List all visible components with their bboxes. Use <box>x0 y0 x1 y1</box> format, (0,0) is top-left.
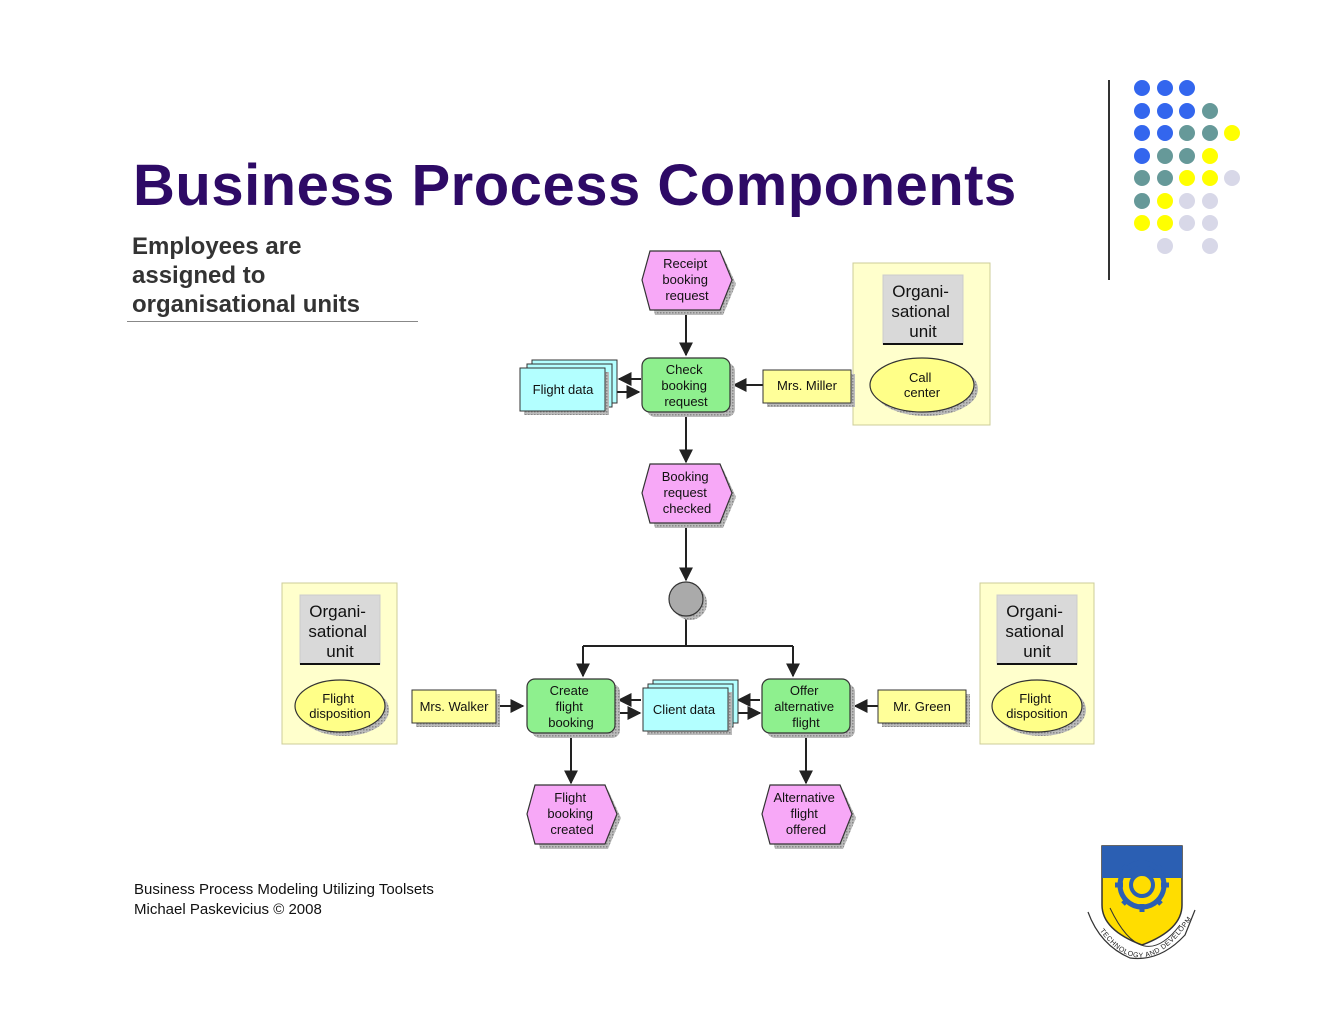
footer-line-2: Michael Paskevicius © 2008 <box>134 901 322 918</box>
decorative-dot <box>1134 147 1150 164</box>
decorative-dot <box>1156 170 1173 186</box>
svg-text:Alternative flight: Alternative flight offered <box>773 790 838 837</box>
svg-text:Mrs. Miller: Mrs. Miller <box>777 378 838 393</box>
split-connector <box>668 581 707 620</box>
decorative-dot <box>1179 102 1195 119</box>
svg-text:Flight data: Flight data <box>533 382 594 397</box>
event-booking-request-checked: Booking request checked <box>641 463 736 528</box>
decorative-dot <box>1201 125 1218 141</box>
person-mrs-walker: Mrs. Walker <box>411 689 500 727</box>
decorative-dot <box>1224 170 1240 186</box>
org-unit-label: Organi- sational unit <box>308 602 371 661</box>
decorative-dot <box>1179 147 1195 164</box>
subtitle-line-1: Employees are <box>132 233 302 260</box>
org-unit-label: Organi- sational unit <box>891 282 954 341</box>
svg-text:Client data: Client data <box>653 702 716 717</box>
decorative-dot <box>1156 102 1173 119</box>
decorative-divider <box>1108 80 1110 280</box>
slide-subtitle: Employees are assigned to organisational… <box>132 232 360 319</box>
decorative-dot <box>1179 192 1195 209</box>
decorative-dot <box>1134 102 1150 119</box>
svg-text:Booking request ch: Booking request checked <box>662 469 713 516</box>
svg-text:Receipt booking re: Receipt booking request <box>662 256 711 303</box>
decorative-dot <box>1134 215 1150 231</box>
subtitle-line-3: organisational units <box>132 291 361 318</box>
org-unit-flight-disposition <box>294 679 386 733</box>
decorative-dot <box>1134 125 1150 141</box>
event-flight-booking-created: Flight booking created <box>526 784 621 849</box>
decorative-dot <box>1201 170 1218 186</box>
decorative-dot <box>1134 170 1150 186</box>
decorative-dot <box>1201 147 1218 164</box>
svg-text:Create flight book: Create flight booking <box>548 683 594 730</box>
subtitle-underline <box>127 321 418 322</box>
decorative-dot <box>1156 147 1173 164</box>
svg-text:Mr. Green: Mr. Green <box>893 699 951 714</box>
decorative-dot <box>1201 237 1218 254</box>
function-check-booking-request: Check booking request <box>641 357 735 417</box>
decorative-dot <box>1179 215 1195 231</box>
decorative-dot <box>1156 215 1173 231</box>
person-mr-green: Mr. Green <box>877 689 970 727</box>
function-offer-alternative-flight: Offer alternative flight <box>761 678 855 738</box>
function-create-flight-booking: Create flight booking <box>526 678 620 738</box>
org-unit-label: Organi- sational unit <box>1005 602 1068 661</box>
decorative-dot <box>1156 80 1173 96</box>
org-unit-label-box <box>882 274 964 345</box>
svg-text:Flight disposition: Flight disposition <box>309 691 370 721</box>
decorative-dot <box>1156 237 1173 254</box>
decorative-dot <box>1179 125 1195 141</box>
decorative-dot <box>1134 80 1150 96</box>
data-client-data: Client data <box>642 679 739 735</box>
footer-line-1: Business Process Modeling Utilizing Tool… <box>134 881 434 898</box>
event-receipt-booking-request: Receipt booking request <box>641 250 736 315</box>
subtitle-line-2: assigned to <box>132 262 266 289</box>
event-alternative-flight-offered: Alternative flight offered <box>761 784 856 849</box>
svg-text:Flight booking cre: Flight booking created <box>547 790 596 837</box>
decorative-dot <box>1156 125 1173 141</box>
decorative-dot <box>1134 192 1150 209</box>
org-panel-call-center: Organi- sational unit Call center <box>852 262 991 426</box>
svg-text:Call center: Call center <box>904 370 941 400</box>
slide-footer: Business Process Modeling Utilizing Tool… <box>134 880 434 920</box>
decorative-dot <box>1179 170 1195 186</box>
decorative-dot <box>1179 80 1195 96</box>
org-unit-flight-disposition <box>991 679 1083 733</box>
svg-text:Flight disposition: Flight disposition <box>1006 691 1067 721</box>
org-unit-call-center <box>869 357 975 413</box>
decorative-dot <box>1156 192 1173 209</box>
decorative-dot <box>1201 192 1218 209</box>
svg-text:Check booking requ: Check booking request <box>661 362 710 409</box>
connectors <box>497 312 878 785</box>
decorative-dot <box>1201 102 1218 119</box>
decorative-dot <box>1201 215 1218 231</box>
org-panel-flight-disposition-right: Organi- sational unit Flight disposition <box>979 582 1095 745</box>
svg-text:Mrs. Walker: Mrs. Walker <box>420 699 490 714</box>
org-panel-flight-disposition-left: Organi- sational unit Flight disposition <box>281 582 398 745</box>
decorative-dot <box>1224 125 1240 141</box>
slide-title: Business Process Components <box>133 153 1017 218</box>
data-flight-data: Flight data <box>519 359 618 415</box>
person-mrs-miller: Mrs. Miller <box>762 369 855 407</box>
svg-text:Offer alternative: Offer alternative flight <box>774 683 838 730</box>
